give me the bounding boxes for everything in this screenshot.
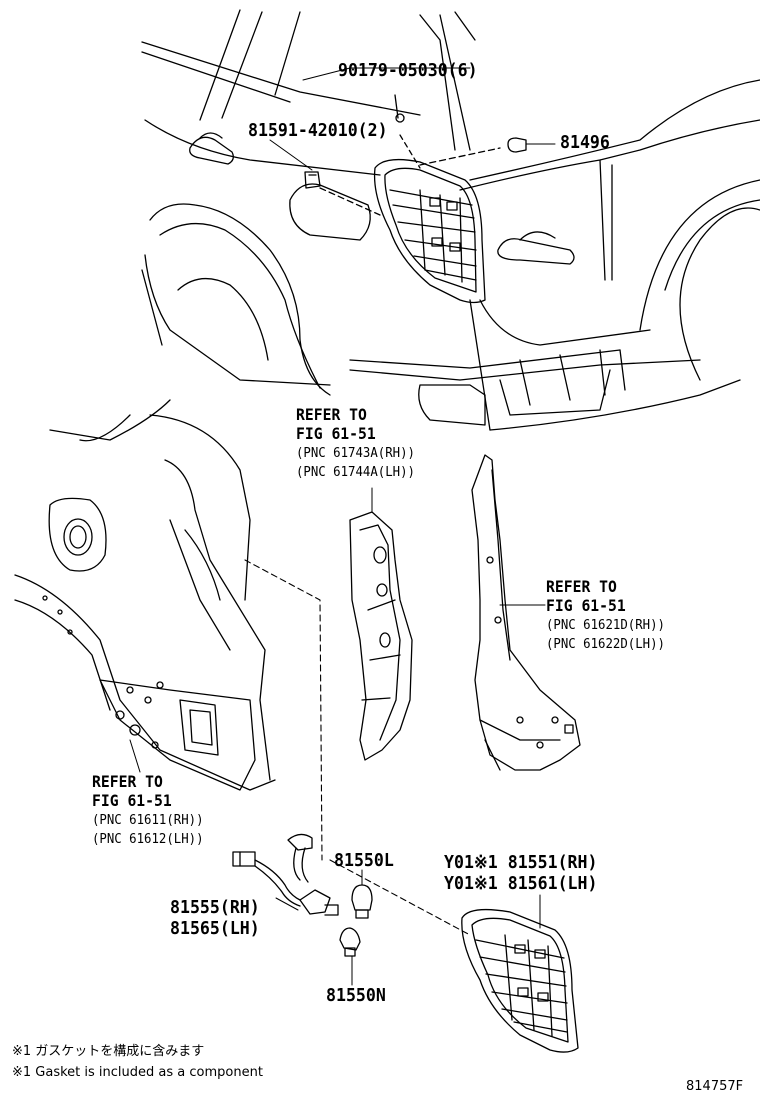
reference-b-line2: FIG 61-51 bbox=[546, 596, 626, 615]
tail-lamp-assembly bbox=[461, 894, 579, 1053]
callout-bulb-l: 81550L bbox=[334, 850, 394, 871]
diagram-code: 814757F bbox=[686, 1079, 744, 1094]
callout-clip: 81591-42010(2) bbox=[248, 120, 388, 141]
reference-b-line1: REFER TO bbox=[546, 577, 617, 596]
footnote-japanese: ※1 ガスケットを構成に含みます bbox=[12, 1044, 205, 1059]
leader-dashed-lamp bbox=[329, 859, 471, 936]
reference-a-pnc-rh: (PNC 61743A(RH)) bbox=[296, 446, 415, 461]
vehicle-rear-illustration bbox=[141, 9, 760, 431]
callout-bolt: 90179-05030(6) bbox=[338, 60, 478, 81]
reinforcement-panel-a bbox=[349, 487, 413, 761]
callout-socket-rh: 81555(RH) bbox=[170, 897, 260, 918]
reference-c-pnc-rh: (PNC 61611(RH)) bbox=[92, 813, 204, 828]
reinforcement-panel-b bbox=[471, 454, 581, 771]
callout-bulb-n: 81550N bbox=[326, 985, 386, 1006]
leader-dashed-center bbox=[244, 559, 323, 861]
callout-socket-lh: 81565(LH) bbox=[170, 918, 260, 939]
reference-a-line2: FIG 61-51 bbox=[296, 424, 376, 443]
reference-b-pnc-rh: (PNC 61621D(RH)) bbox=[546, 618, 665, 633]
callout-lamp-rh: Y01※1 81551(RH) bbox=[444, 852, 598, 873]
socket-and-wire-assembly bbox=[232, 833, 339, 916]
footnote-english: ※1 Gasket is included as a component bbox=[12, 1065, 263, 1080]
tail-lamp-installed bbox=[373, 158, 486, 304]
reference-a-line1: REFER TO bbox=[296, 405, 367, 424]
reference-c-line2: FIG 61-51 bbox=[92, 791, 172, 810]
plug-part bbox=[507, 137, 556, 153]
reference-a-pnc-lh: (PNC 61744A(LH)) bbox=[296, 465, 415, 480]
callout-lamp-lh: Y01※1 81561(LH) bbox=[444, 873, 598, 894]
bolt-part bbox=[302, 67, 471, 123]
bulb-81550l bbox=[351, 869, 373, 919]
reference-b-pnc-lh: (PNC 61622D(LH)) bbox=[546, 637, 665, 652]
quarter-inner-panel bbox=[14, 399, 276, 791]
bulb-81550n bbox=[339, 927, 361, 986]
reference-c-pnc-lh: (PNC 61612(LH)) bbox=[92, 832, 204, 847]
clip-part bbox=[269, 139, 321, 189]
reference-c-line1: REFER TO bbox=[92, 772, 163, 791]
callout-plug: 81496 bbox=[560, 132, 610, 153]
